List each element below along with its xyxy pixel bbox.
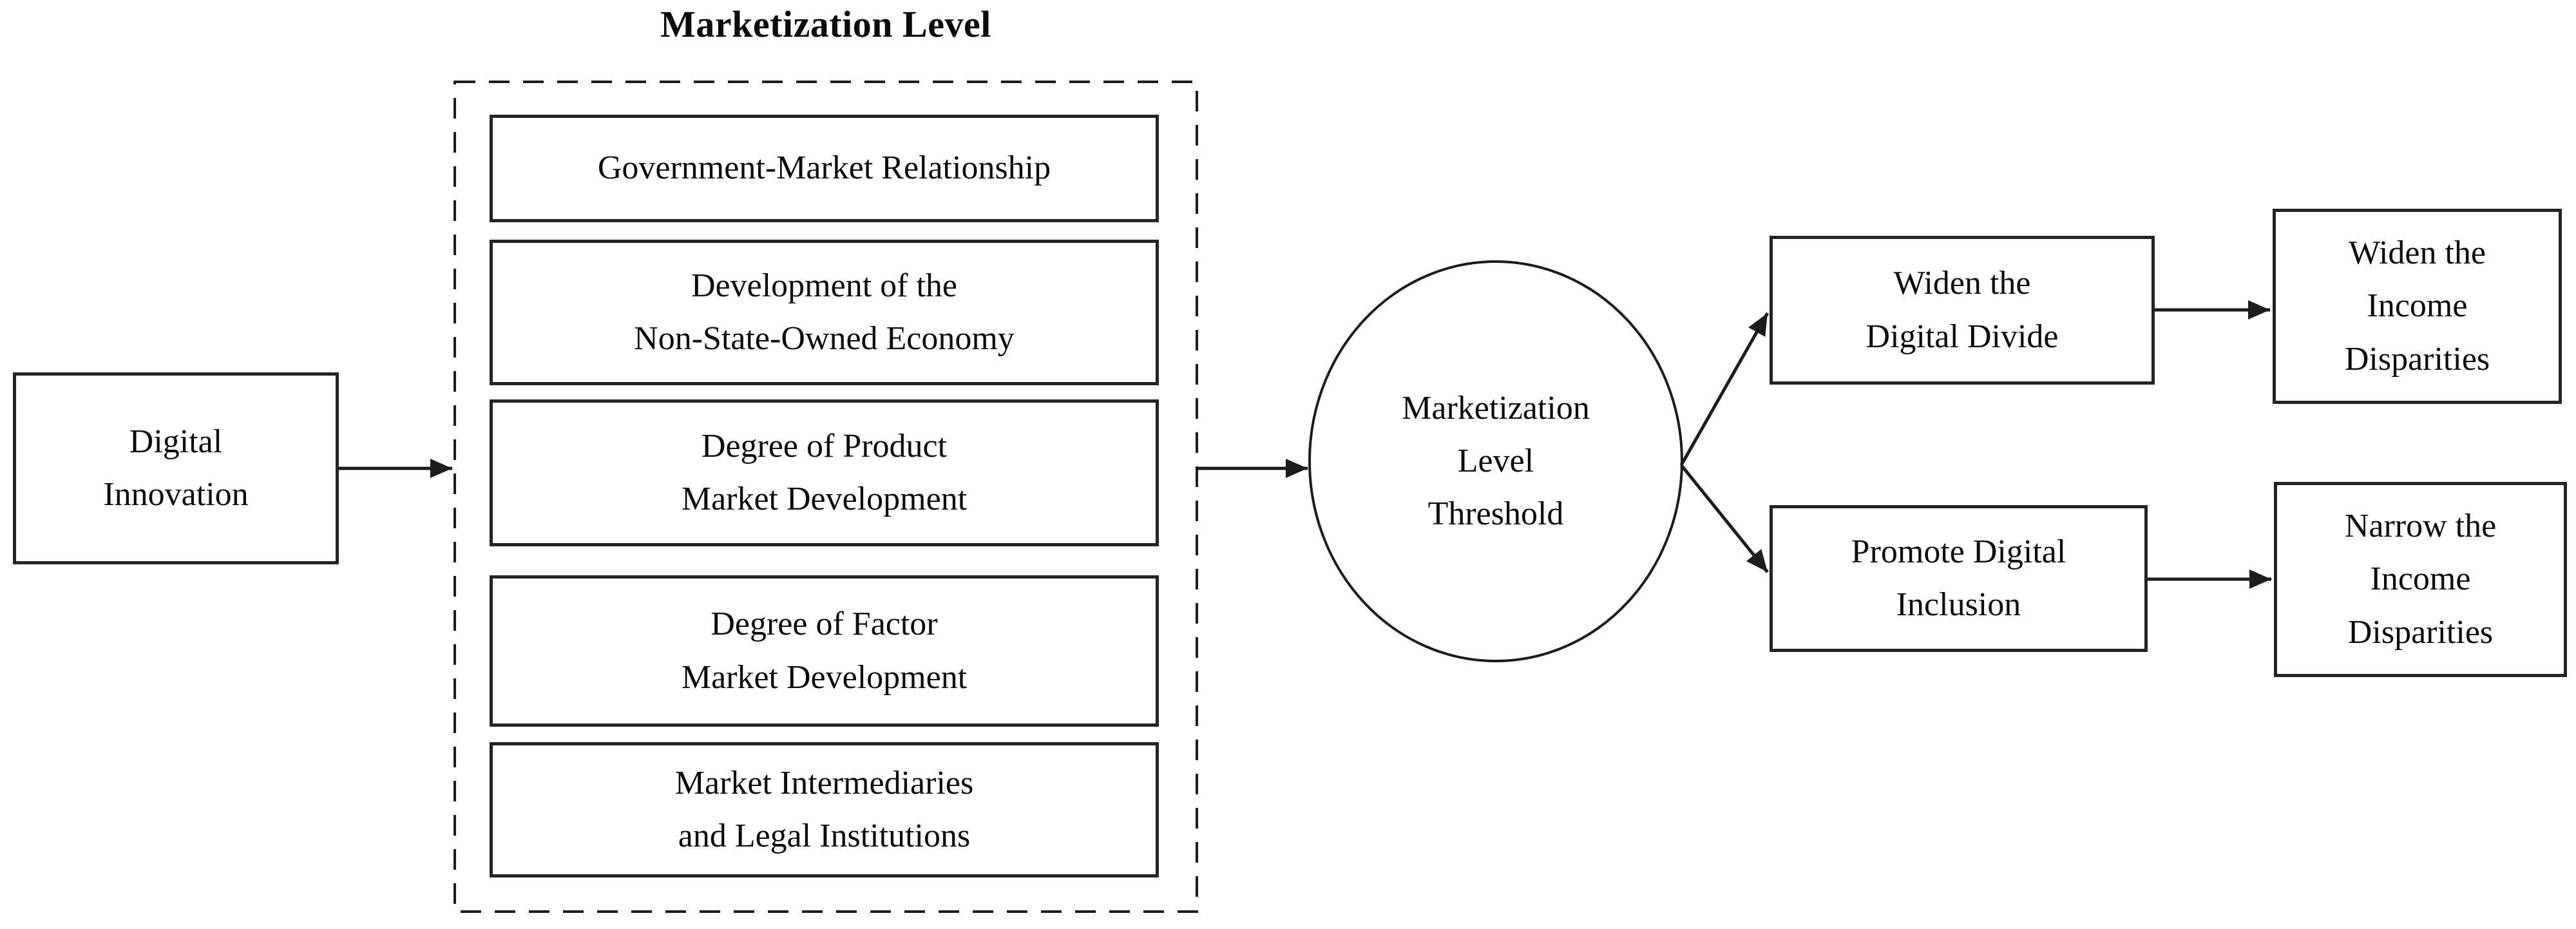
node-product-market-development: Degree of Product Market Development [490,399,1159,546]
diagram-title: Marketization Level [660,3,991,45]
node-digital-innovation: Digital Innovation [13,372,339,564]
node-non-state-owned-economy: Development of the Non-State-Owned Econo… [490,240,1159,385]
node-widen-digital-divide: Widen the Digital Divide [1770,236,2155,385]
node-government-market-relationship: Government-Market Relationship [490,115,1159,222]
arrow-threshold-to-widen-divide [1679,312,1770,466]
node-factor-market-development: Degree of Factor Market Development [490,575,1159,727]
node-marketization-level-threshold: Marketization Level Threshold [1402,389,1590,533]
arrow-threshold-to-promote-inclusion [1680,464,1769,573]
node-narrow-income-disparities: Narrow the Income Disparities [2274,482,2567,677]
node-market-intermediaries-legal-institutions: Market Intermediaries and Legal Institut… [490,742,1159,877]
node-widen-income-disparities: Widen the Income Disparities [2273,209,2562,404]
node-promote-digital-inclusion: Promote Digital Inclusion [1770,505,2148,652]
